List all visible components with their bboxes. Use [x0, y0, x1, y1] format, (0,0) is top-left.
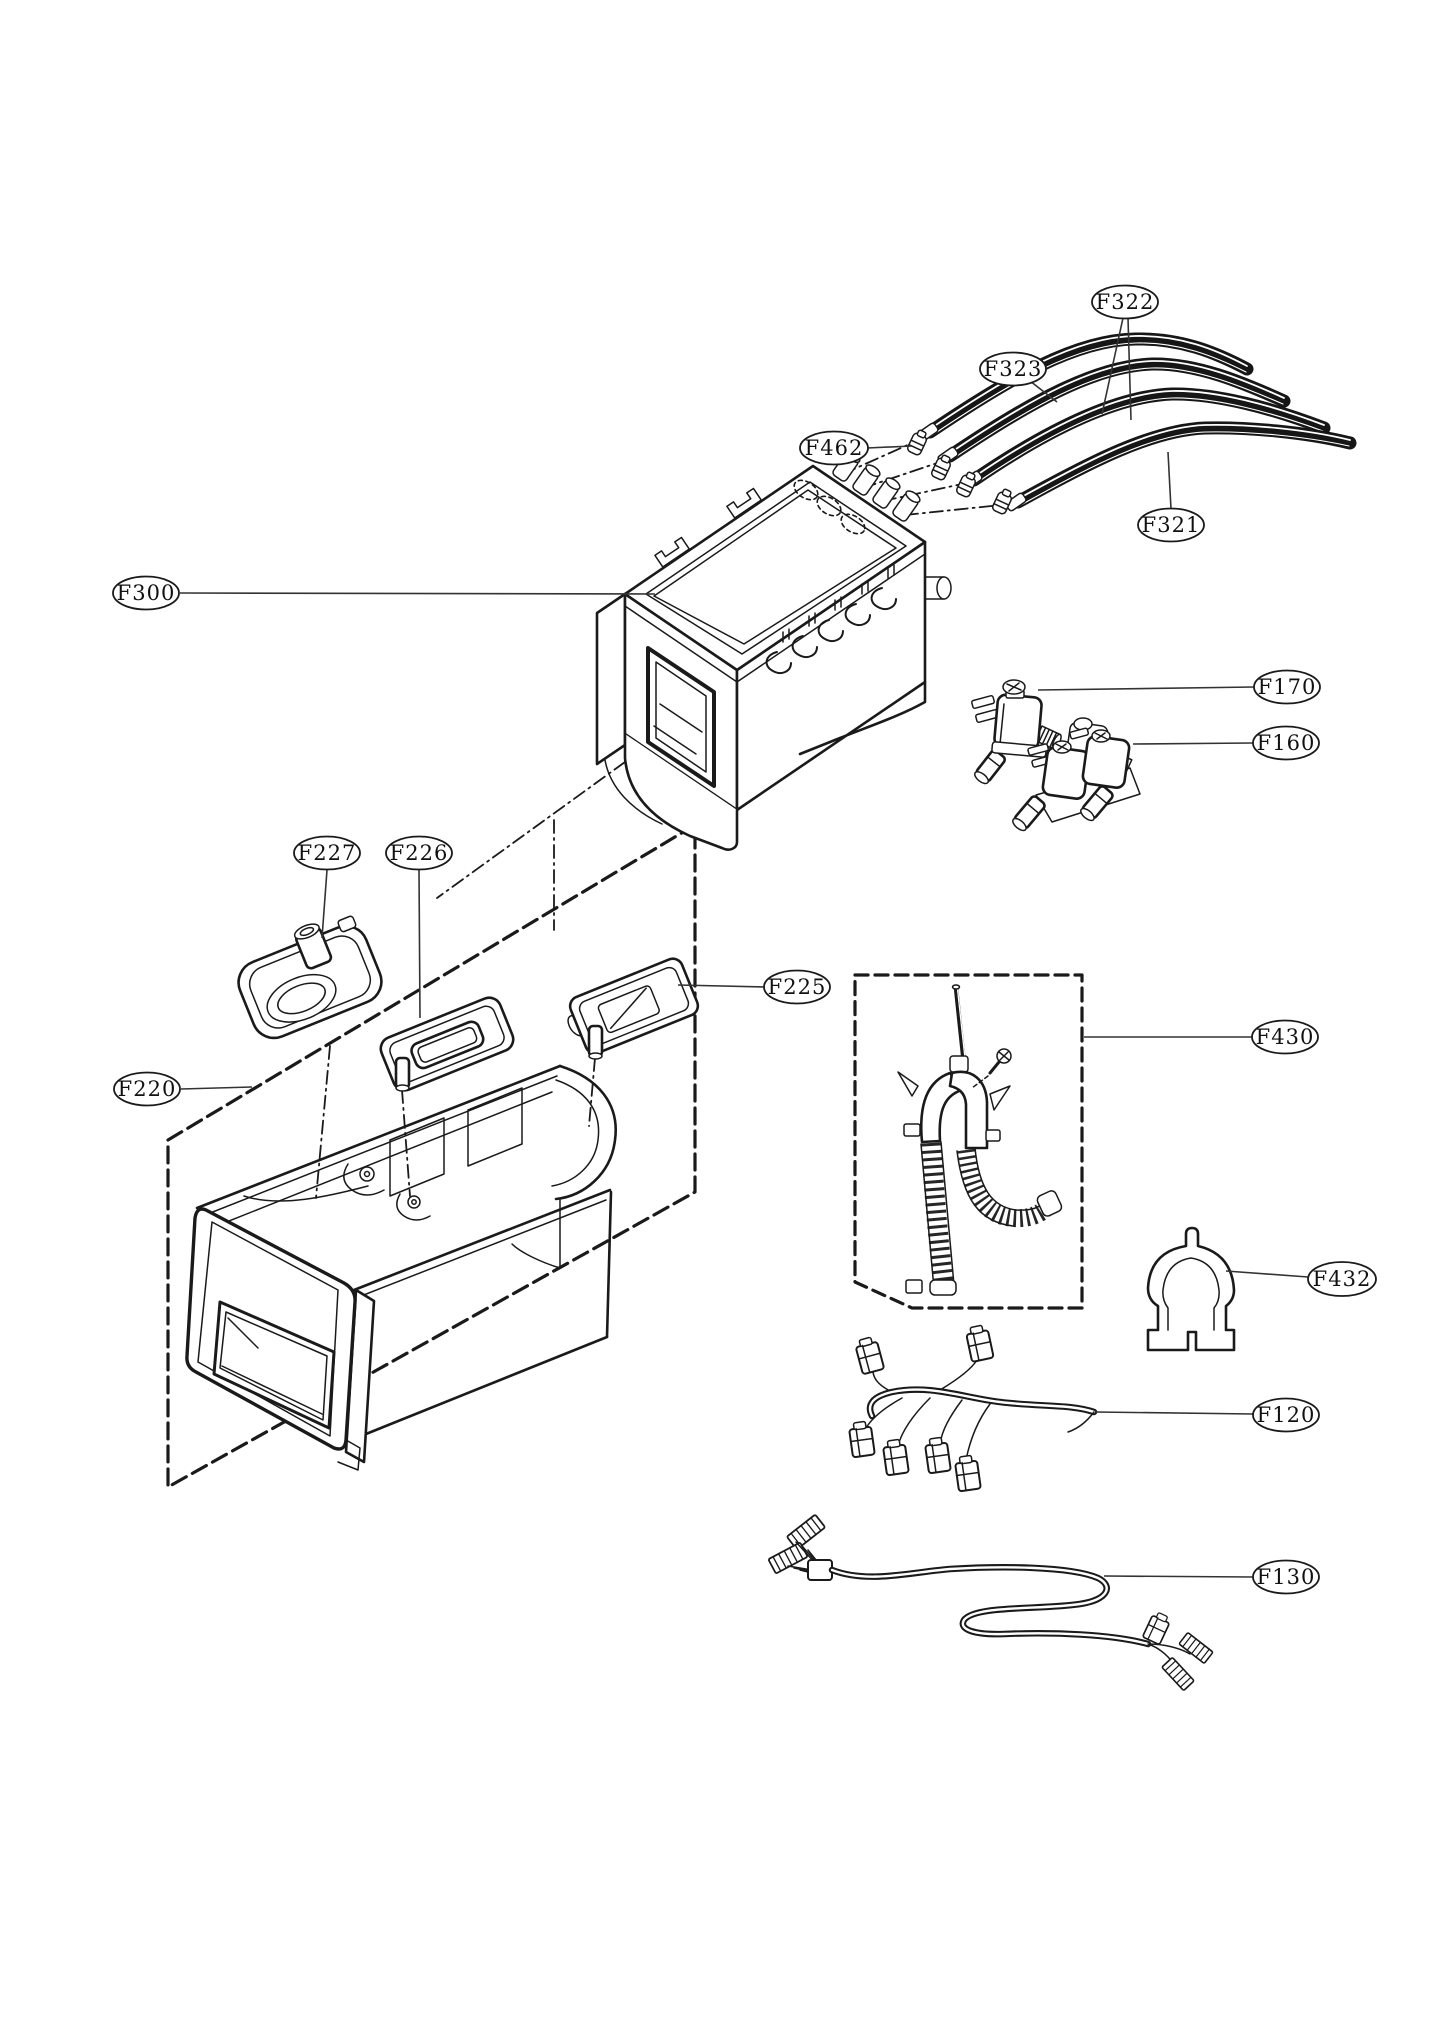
callout-f322: F322 — [1091, 284, 1159, 421]
drain-hose-y-connector — [897, 1070, 1011, 1150]
callout-f160: F160 — [1132, 725, 1320, 761]
drawer-opening — [646, 646, 716, 788]
corrugated-hose-right — [956, 1147, 1063, 1228]
valve-barb-outlet — [974, 749, 1006, 785]
callout-f130-label: F130 — [1257, 1565, 1316, 1589]
callout-f432: F432 — [1225, 1261, 1377, 1297]
callout-f170: F170 — [1037, 669, 1321, 705]
callout-f322-label: F322 — [1096, 290, 1155, 314]
lid-tab — [654, 536, 691, 568]
callout-f226: F226 — [385, 835, 453, 1019]
callout-f220: F220 — [113, 1071, 253, 1107]
guide-plate-f226 — [379, 996, 515, 1092]
callout-f220-label: F220 — [118, 1077, 177, 1101]
callout-f225-label: F225 — [768, 975, 827, 999]
lid-tab — [726, 487, 763, 519]
valve-barb-outlet — [1080, 785, 1114, 822]
callout-f120: F120 — [1094, 1397, 1320, 1433]
corrugated-hose-left — [905, 1141, 957, 1296]
lid-dashed-holes — [793, 479, 866, 535]
inlet-hose-f321 — [1011, 421, 1357, 509]
callouts: F322 F323 F462 F321 F300 F170 — [112, 284, 1377, 1595]
callout-f321: F321 — [1137, 451, 1205, 543]
callout-f160-label: F160 — [1257, 731, 1316, 755]
wire-harness-f120 — [847, 1323, 1098, 1493]
callout-f226-label: F226 — [390, 841, 449, 865]
callout-f462-label: F462 — [805, 436, 864, 460]
screw — [971, 1048, 1012, 1089]
callout-f225: F225 — [677, 969, 831, 1005]
drain-hose-assembly-f430 — [897, 984, 1063, 1296]
inlet-hose-f323 — [967, 387, 1331, 487]
callout-f323: F323 — [979, 351, 1058, 403]
valve-barb-outlet — [1012, 795, 1046, 832]
inlet-hose-f322-b — [943, 357, 1291, 463]
assembly-centerlines — [315, 761, 626, 1199]
callout-f120-label: F120 — [1257, 1403, 1316, 1427]
drawer-front-panel-f220 — [185, 1207, 376, 1471]
guide-plate-f225 — [567, 957, 700, 1060]
callout-f432-label: F432 — [1313, 1267, 1372, 1291]
hose-clip-f432 — [1146, 1226, 1236, 1352]
callout-f323-label: F323 — [984, 357, 1043, 381]
callout-f462: F462 — [799, 430, 913, 466]
callout-f227-label: F227 — [298, 841, 357, 865]
drain-hose-phantom-box — [853, 973, 1084, 1310]
callout-f300-label: F300 — [117, 581, 176, 605]
callout-f130: F130 — [1103, 1559, 1320, 1595]
callout-f227: F227 — [293, 835, 361, 939]
wire-harness-f130 — [767, 1513, 1214, 1692]
drawer-phantom-box — [166, 823, 697, 1489]
siphon-cap-f227 — [237, 915, 383, 1040]
dispenser-housing-f300 — [595, 450, 952, 851]
housing-side-boss — [925, 576, 952, 600]
inlet-valve-f160 — [1012, 717, 1141, 832]
housing-hook-clips — [765, 564, 897, 674]
callout-f430: F430 — [1084, 1019, 1319, 1055]
callout-f430-label: F430 — [1256, 1025, 1315, 1049]
inlet-hoses — [917, 332, 1357, 512]
drawer-tray — [195, 1064, 617, 1440]
housing-inlet-ports — [832, 450, 921, 522]
callout-f321-label: F321 — [1142, 513, 1201, 537]
callout-f300: F300 — [112, 575, 656, 611]
callout-f170-label: F170 — [1258, 675, 1317, 699]
